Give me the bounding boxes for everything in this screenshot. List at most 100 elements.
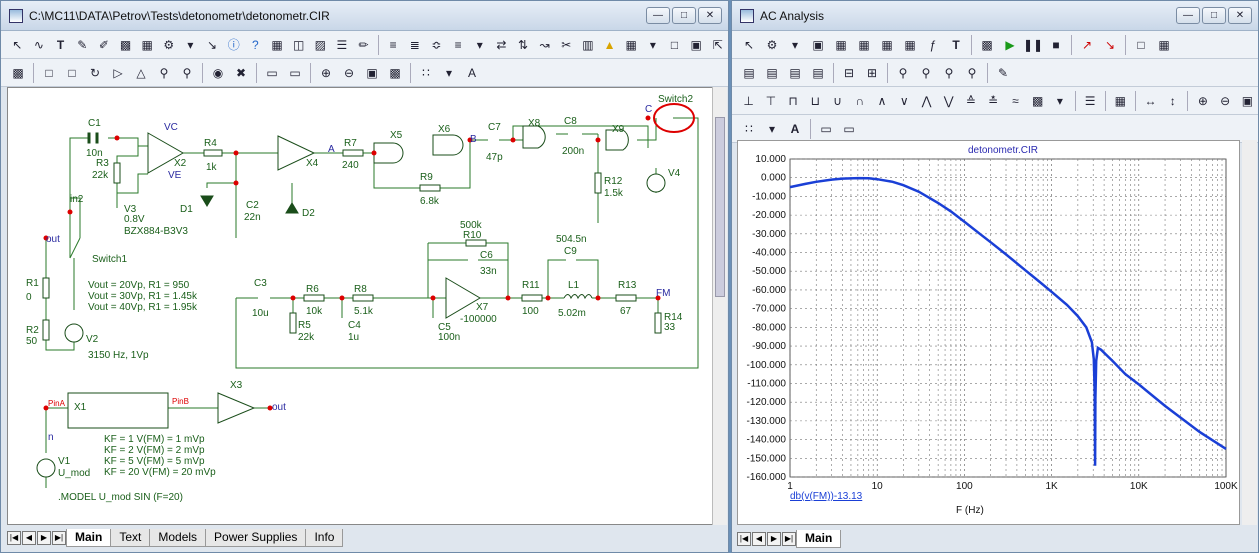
power-icon[interactable]: ≡ <box>454 37 462 52</box>
pointer-icon[interactable]: ⇱ <box>712 37 723 52</box>
schematic-canvas[interactable]: C1 10n R3 22k VC VE X2 V3 0.8V BZX884-B3… <box>7 87 713 525</box>
analysis-last-page-icon[interactable]: ▶| <box>782 532 796 546</box>
window2-icon[interactable]: ▦ <box>1158 37 1170 52</box>
map-icon[interactable]: ◫ <box>292 37 305 52</box>
bottom-icon[interactable]: ⋁ <box>943 93 954 108</box>
info-icon[interactable]: ⓘ <box>227 38 240 52</box>
analysis-maximize-button[interactable]: □ <box>1202 7 1226 24</box>
dropdown-4-icon[interactable]: ▾ <box>445 65 453 80</box>
analysis-vertical-scrollbar[interactable] <box>1242 140 1257 525</box>
flip-y-icon[interactable]: △ <box>136 65 146 80</box>
grid-table-icon[interactable]: ▦ <box>271 37 283 52</box>
schematic-vertical-scrollbar[interactable] <box>712 87 727 525</box>
analysis-select-icon[interactable]: ↖ <box>743 37 755 52</box>
rotate-icon[interactable]: ↻ <box>89 65 101 80</box>
edit-props-icon[interactable]: ✎ <box>997 65 1009 80</box>
cursor2-icon[interactable]: ↘ <box>1104 37 1116 52</box>
peak-icon[interactable]: ⊥ <box>743 93 754 108</box>
analysis-dropdown-icon[interactable]: ▾ <box>791 37 799 52</box>
analysis-text-icon[interactable]: T <box>952 37 960 52</box>
valley-icon[interactable]: ⊤ <box>765 93 777 108</box>
inflect-icon[interactable]: ∪ <box>833 93 842 108</box>
analysis-dropdown3-icon[interactable]: ▾ <box>768 121 776 136</box>
maximize-button[interactable]: □ <box>672 7 696 24</box>
fit-h-icon[interactable]: ↔ <box>1144 93 1157 108</box>
analysis-font-icon[interactable]: A <box>790 121 800 136</box>
calendar-icon[interactable]: ▦ <box>1114 93 1126 108</box>
analysis-prev-page-icon[interactable]: ◀ <box>752 532 766 546</box>
wire-icon[interactable]: ∿ <box>33 37 44 52</box>
flip-icon[interactable]: ⇄ <box>496 37 507 52</box>
font-icon[interactable]: A <box>467 65 476 80</box>
edit-icon[interactable]: ✏ <box>358 37 369 52</box>
analysis-zoom-fit-icon[interactable]: ▣ <box>1241 93 1254 108</box>
stop-icon[interactable]: ◉ <box>212 65 224 80</box>
dropdown-2-icon[interactable]: ▾ <box>476 37 483 52</box>
limits-icon[interactable]: ▩ <box>981 37 993 52</box>
list-icon[interactable]: ☰ <box>336 37 348 52</box>
tab-models[interactable]: Models <box>149 529 207 547</box>
bus-icon[interactable]: ▩ <box>119 37 132 52</box>
analysis-next-page-icon[interactable]: ▶ <box>767 532 781 546</box>
stop2-icon[interactable]: ■ <box>1052 37 1060 52</box>
plus-box-icon[interactable]: ⊞ <box>866 65 878 80</box>
table3-icon[interactable]: ▤ <box>789 65 801 80</box>
dropdown-3-icon[interactable]: ▾ <box>649 37 656 52</box>
page-icon[interactable]: □ <box>670 37 679 52</box>
paste-icon[interactable]: ▭ <box>289 65 301 80</box>
scale4-icon[interactable]: ▦ <box>881 37 893 52</box>
tab-text[interactable]: Text <box>110 529 151 547</box>
waveform-icon[interactable]: ≈ <box>1012 93 1019 108</box>
minimize-button[interactable]: — <box>646 7 670 24</box>
cancel-icon[interactable]: ✖ <box>235 65 247 80</box>
print-icon[interactable]: ▩ <box>389 65 401 80</box>
tab-power-supplies[interactable]: Power Supplies <box>205 529 307 547</box>
global-low-icon[interactable]: ∨ <box>899 93 909 108</box>
scroll-thumb[interactable] <box>715 117 725 297</box>
table4-icon[interactable]: ▤ <box>812 65 824 80</box>
zoom-d-icon[interactable]: ⚲ <box>967 65 977 80</box>
clipboard-icon[interactable]: ▨ <box>314 37 326 52</box>
tools-icon[interactable]: ⚙ <box>163 37 175 52</box>
first-page-icon[interactable]: |◀ <box>7 531 21 545</box>
probe-icon[interactable]: ↘ <box>207 37 218 52</box>
pause-icon[interactable]: ❚❚ <box>1022 37 1044 52</box>
analysis-tools-icon[interactable]: ⚙ <box>766 37 778 52</box>
scale3-icon[interactable]: ▦ <box>858 37 870 52</box>
zoom-in-icon[interactable]: ⊕ <box>320 65 332 80</box>
border-icon[interactable]: ▣ <box>690 37 702 52</box>
tab-info[interactable]: Info <box>305 529 344 547</box>
fx-icon[interactable]: ƒ <box>929 37 937 52</box>
pin-icon[interactable]: ↝ <box>539 37 550 52</box>
run-icon[interactable]: ▶ <box>1005 37 1015 52</box>
warning-icon[interactable]: ▲ <box>603 37 616 52</box>
analysis-zoom-in-icon[interactable]: ⊕ <box>1197 93 1208 108</box>
node-numbers-icon[interactable]: ≡ <box>389 37 397 52</box>
analysis-dropdown2-icon[interactable]: ▾ <box>1056 93 1063 108</box>
mirror-icon[interactable]: ⇅ <box>517 37 529 52</box>
help-icon[interactable]: ? <box>252 37 259 52</box>
pen-icon[interactable]: ✎ <box>77 37 88 52</box>
scale-icon[interactable]: ▣ <box>812 37 824 52</box>
prev-page-icon[interactable]: ◀ <box>22 531 36 545</box>
slope-icon[interactable]: ∩ <box>855 93 865 108</box>
properties-icon[interactable]: ▩ <box>12 65 24 80</box>
cut-icon[interactable]: ✂ <box>561 37 572 52</box>
blank-icon[interactable]: □ <box>68 65 76 80</box>
zoom-fit-icon[interactable]: ▣ <box>366 65 378 80</box>
dropdown-icon[interactable]: ▾ <box>187 37 194 52</box>
prev-point-icon[interactable]: ≛ <box>988 93 999 108</box>
list2-icon[interactable]: ☰ <box>1084 93 1096 108</box>
analysis-grid-icon[interactable]: ∷ <box>745 121 753 136</box>
table2-icon[interactable]: ▤ <box>766 65 778 80</box>
analysis-first-page-icon[interactable]: |◀ <box>737 532 751 546</box>
flip-x-icon[interactable]: ▷ <box>113 65 123 80</box>
global-high-icon[interactable]: ∧ <box>877 93 887 108</box>
color-icon[interactable]: ▩ <box>1031 93 1044 108</box>
analysis-close-button[interactable]: ✕ <box>1228 7 1252 24</box>
grid-dots-icon[interactable]: ∷ <box>422 65 430 80</box>
zoom-b-icon[interactable]: ⚲ <box>921 65 931 80</box>
analysis-paste-icon[interactable]: ▭ <box>843 121 855 136</box>
attribute-icon[interactable]: ▥ <box>582 37 594 52</box>
low-icon[interactable]: ⊔ <box>810 93 820 108</box>
